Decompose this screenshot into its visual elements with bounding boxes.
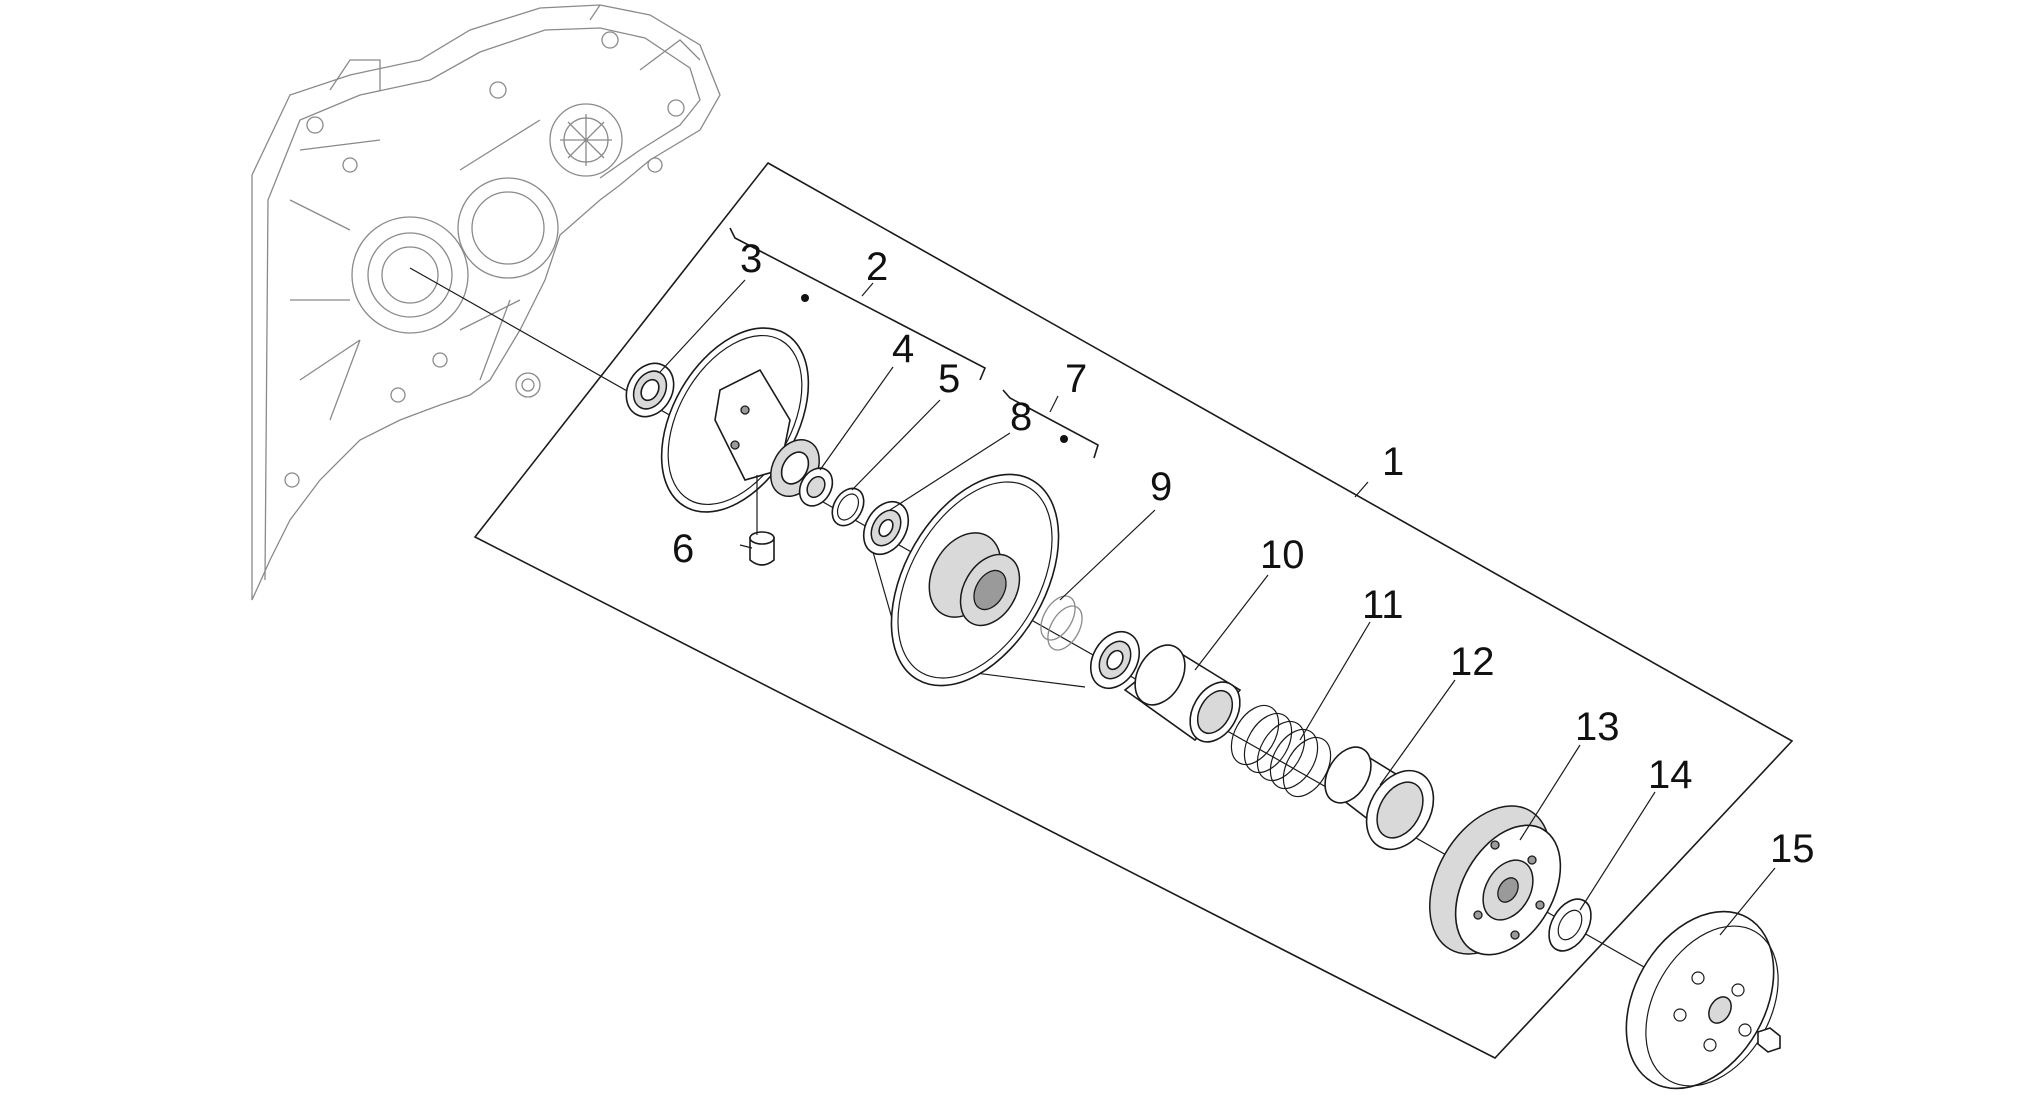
- part-9-o-rings: [1040, 595, 1083, 651]
- part-7-movable-pulley: [890, 473, 1060, 687]
- callout-2: 2: [866, 245, 888, 289]
- group-bracket-7: [1002, 389, 1099, 459]
- group-bracket-2: [729, 227, 987, 381]
- part-15-clutch-bell: [1625, 910, 1781, 1090]
- callout-10: 10: [1260, 533, 1305, 577]
- part-14-washer: [1548, 898, 1592, 952]
- leader-9: [1059, 509, 1156, 601]
- part-4-bushing: [798, 467, 834, 507]
- callout-7: 7: [1065, 357, 1087, 401]
- part-12-cup: [1324, 746, 1435, 851]
- callout-11: 11: [1362, 583, 1404, 627]
- callout-15: 15: [1770, 827, 1815, 871]
- leader-lines: [659, 279, 1776, 936]
- callout-4: 4: [892, 327, 914, 371]
- part-6-screw: [749, 531, 775, 566]
- callout-3: 3: [740, 237, 762, 281]
- part-15-nut: [1757, 1027, 1781, 1053]
- callout-1: 1: [1382, 440, 1404, 484]
- leader-8: [889, 432, 1011, 511]
- leader-6: [739, 544, 753, 549]
- part-11-spring: [1230, 704, 1332, 798]
- dot-marker-2: [801, 294, 809, 302]
- leader-14: [1579, 791, 1656, 911]
- leader-4: [819, 366, 894, 471]
- part-9-bearing: [1089, 630, 1141, 690]
- part-3-bearing: [625, 362, 675, 418]
- assembly-frame-1: [473, 161, 1794, 1059]
- leader-15: [1719, 867, 1776, 936]
- leader-1: [1354, 481, 1369, 498]
- part-5-ring: [831, 487, 865, 527]
- callout-8: 8: [1010, 395, 1032, 439]
- callout-9: 9: [1150, 465, 1172, 509]
- leader-10: [1194, 574, 1269, 671]
- callout-12: 12: [1450, 640, 1495, 684]
- callout-5: 5: [938, 357, 960, 401]
- part-2-fixed-pulley: [660, 327, 820, 513]
- leader-11: [1299, 621, 1371, 741]
- crankcase-housing: [251, 4, 721, 601]
- part-10-sleeve: [1123, 644, 1242, 743]
- part-8-bearing: [862, 500, 910, 556]
- callout-6: 6: [672, 527, 694, 571]
- leader-3: [659, 279, 746, 373]
- callout-13: 13: [1575, 705, 1620, 749]
- leader-2: [861, 282, 874, 297]
- leader-5: [851, 399, 941, 491]
- callout-14: 14: [1648, 753, 1693, 797]
- part-13-clutch: [1429, 805, 1562, 956]
- leader-7: [1049, 395, 1059, 413]
- leader-13: [1519, 744, 1581, 841]
- dot-marker-7: [1060, 435, 1068, 443]
- leader-12: [1379, 679, 1456, 786]
